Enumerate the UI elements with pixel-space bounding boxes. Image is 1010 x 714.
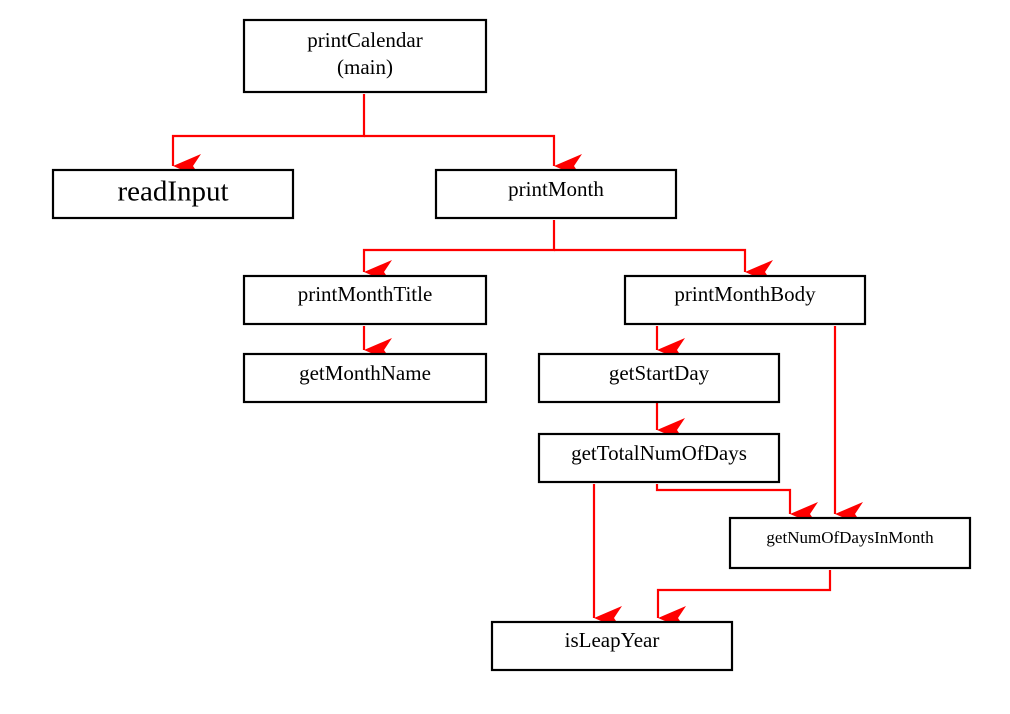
edge-printcalendar-printmonth [364, 134, 582, 178]
node-print-month-body-label: printMonthBody [674, 282, 816, 306]
edges-layer [171, 94, 863, 630]
node-print-month-title-label: printMonthTitle [298, 282, 433, 306]
node-print-calendar: printCalendar (main) [242, 18, 488, 94]
node-get-num-of-days-in-month-label: getNumOfDaysInMonth [766, 528, 934, 547]
node-print-calendar-label-line2: (main) [337, 55, 393, 79]
node-print-month-body: printMonthBody [623, 274, 867, 326]
node-print-month-label: printMonth [508, 177, 604, 201]
edge-getnumofdaysinmonth-isleapyear [656, 570, 832, 630]
node-read-input-label: readInput [117, 176, 228, 208]
nodes-layer: printCalendar (main) readInput printMont… [51, 18, 972, 672]
node-get-total-num-of-days: getTotalNumOfDays [537, 432, 781, 484]
edge-printmonth-printmonthtitle [362, 220, 556, 284]
node-get-month-name: getMonthName [242, 352, 488, 404]
node-get-total-num-of-days-label: getTotalNumOfDays [571, 441, 747, 465]
node-print-month-title: printMonthTitle [242, 274, 488, 326]
node-print-month: printMonth [434, 168, 678, 220]
node-get-start-day-label: getStartDay [609, 361, 710, 385]
node-print-calendar-label-line1: printCalendar [307, 28, 422, 52]
node-get-start-day: getStartDay [537, 352, 781, 404]
node-read-input: readInput [51, 168, 295, 220]
edge-printcalendar-readinput [171, 94, 366, 178]
edge-printmonth-printmonthbody [554, 248, 773, 284]
node-get-month-name-label: getMonthName [299, 361, 431, 385]
node-get-num-of-days-in-month: getNumOfDaysInMonth [728, 516, 972, 570]
node-is-leap-year: isLeapYear [490, 620, 734, 672]
node-is-leap-year-label: isLeapYear [565, 628, 660, 652]
edge-gettotalnumofdays-getnumofdaysinmonth [655, 484, 818, 526]
